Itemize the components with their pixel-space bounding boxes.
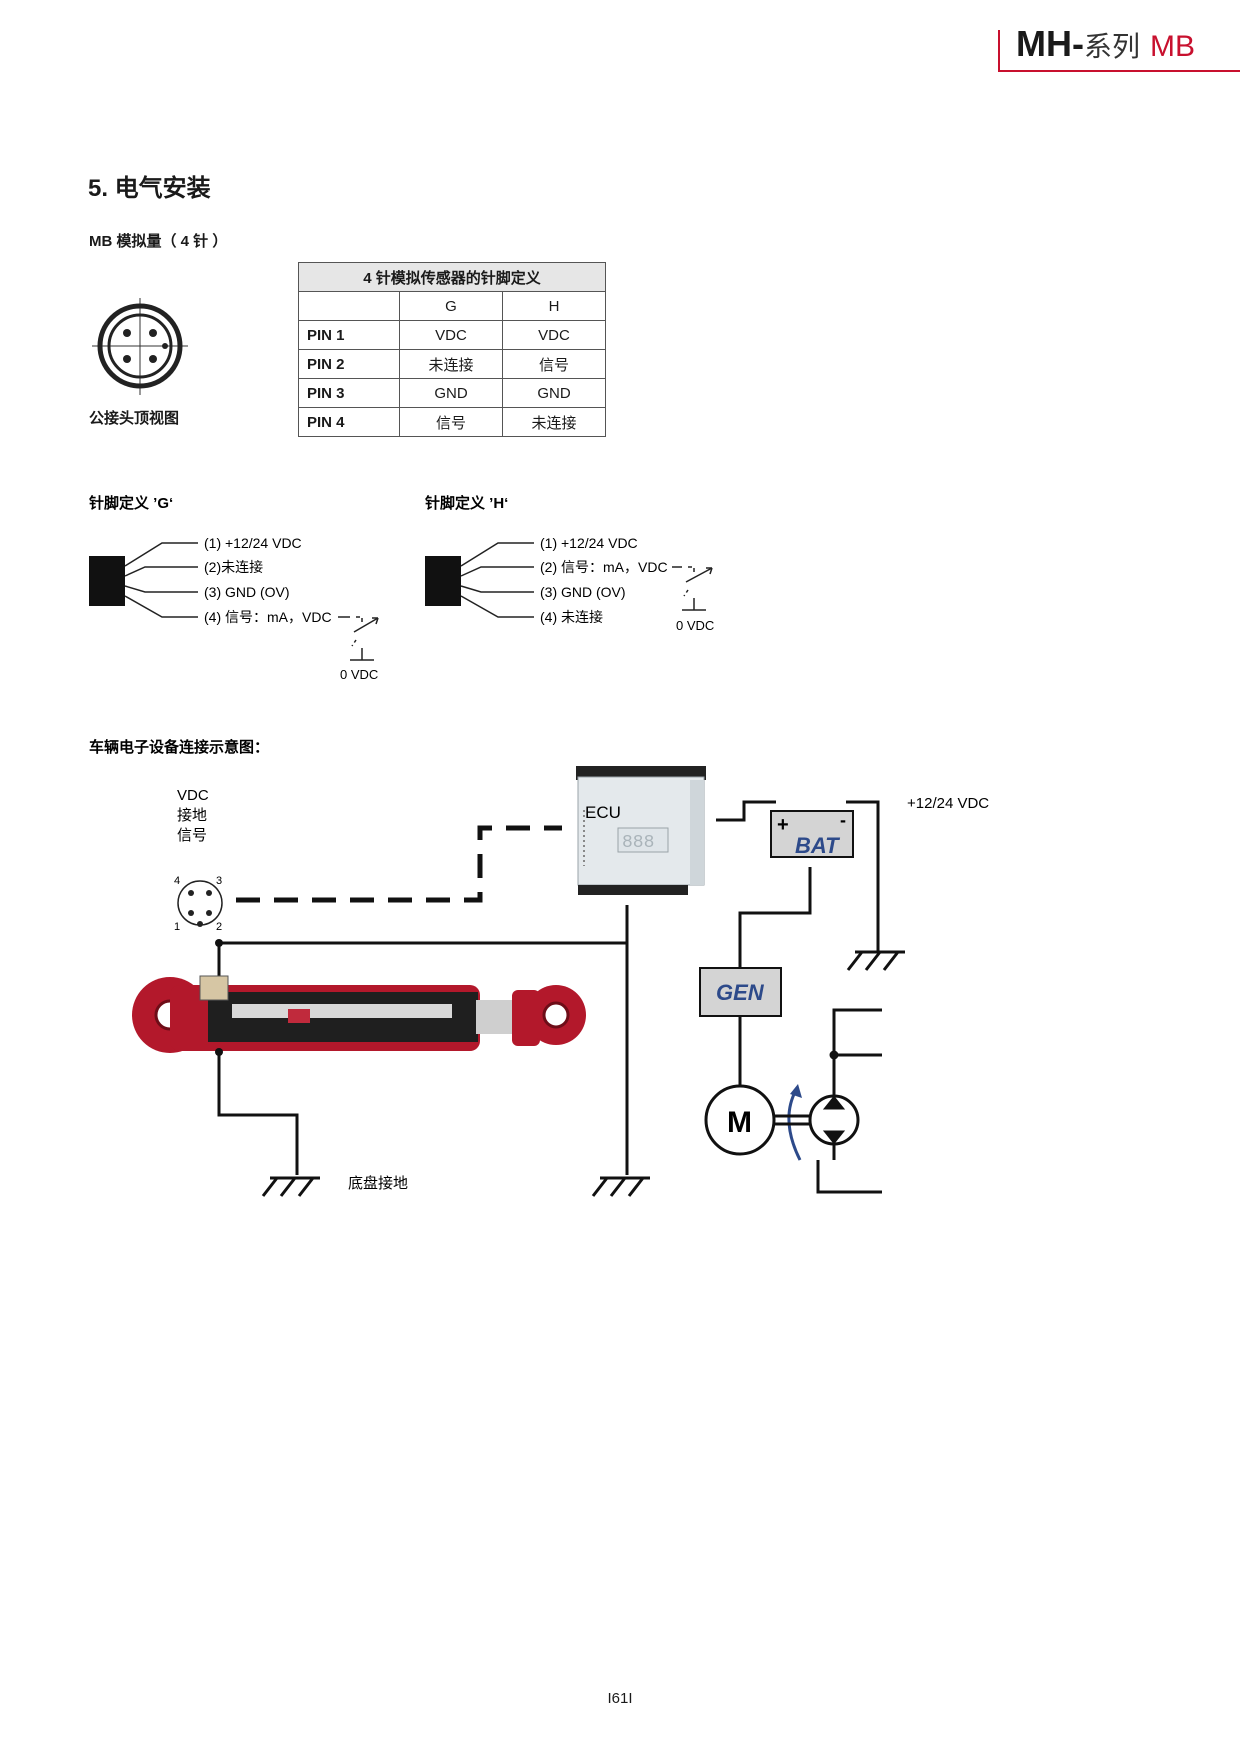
- table-row: PIN 1 VDC VDC: [298, 320, 606, 350]
- table-cell: VDC: [399, 320, 503, 350]
- header-rule: [998, 70, 1240, 72]
- wiring-h-ground-label: 0 VDC: [676, 618, 714, 633]
- table-cell: 未连接: [399, 349, 503, 379]
- supply-label: +12/24 VDC: [907, 795, 989, 812]
- table-cell: 未连接: [502, 407, 606, 437]
- connector-caption: 公接头顶视图: [89, 410, 180, 427]
- header-brand: MH-: [1016, 23, 1084, 64]
- table-cell: PIN 4: [298, 407, 400, 437]
- table-cell: PIN 2: [298, 349, 400, 379]
- wiring-h-wire-1: (1) +12/24 VDC: [540, 535, 638, 551]
- battery-label: BAT: [795, 833, 840, 858]
- wiring-g-wire-2: (2)未连接: [204, 559, 263, 575]
- connector-pin-1: 1: [174, 921, 180, 933]
- battery-icon: [770, 810, 854, 858]
- ground-symbols: [261, 950, 905, 1197]
- page-number: I61I: [607, 1690, 633, 1707]
- wiring-g-wire-3: (3) GND (OV): [204, 584, 290, 600]
- generator-label: GEN: [716, 980, 765, 1005]
- table-title: 4 针模拟传感器的针脚定义: [298, 262, 606, 292]
- generator-icon: [699, 967, 782, 1017]
- wiring-h-wire-4: (4) 未连接: [540, 609, 603, 625]
- pin-definition-table: 4 针模拟传感器的针脚定义 G H PIN 1 VDC VDC PIN 2 未连…: [298, 262, 606, 437]
- connector-pin-4: 4: [174, 875, 180, 887]
- ecu-module: [576, 766, 706, 895]
- battery-plus: +: [777, 814, 789, 836]
- ecu-label: ECU: [585, 803, 621, 822]
- pump-icon: [774, 1008, 882, 1194]
- wiring-h-wire-3: (3) GND (OV): [540, 584, 626, 600]
- motor-label: M: [727, 1106, 752, 1139]
- section-title: 5. 电气安装: [88, 175, 211, 202]
- connector-pin-3: 3: [216, 875, 222, 887]
- legend-vdc: VDC: [177, 787, 209, 804]
- cable-end-icon: [425, 556, 461, 606]
- table-cell: 信号: [502, 349, 606, 379]
- header-series: 系列: [1083, 31, 1140, 62]
- chassis-ground-label: 底盘接地: [348, 1174, 408, 1192]
- sensor-connector-icon: [177, 880, 223, 927]
- ecu-display: 888: [622, 833, 654, 853]
- legend-signal: 信号: [177, 827, 207, 844]
- connector-top-view-icon: [92, 298, 188, 395]
- wiring-g-wire-4: (4) 信号：mA，VDC: [204, 609, 332, 625]
- power-wiring: [217, 800, 880, 1175]
- table-row: PIN 2 未连接 信号: [298, 349, 606, 379]
- wiring-g-ground-label: 0 VDC: [340, 667, 378, 682]
- signal-line: [236, 825, 562, 903]
- wiring-h-title: 针脚定义 ’H‘: [425, 494, 508, 512]
- table-header-cell: [298, 291, 400, 321]
- wiring-g-title: 针脚定义 ’G‘: [89, 494, 173, 512]
- wiring-h-wire-2: (2) 信号：mA，VDC: [540, 559, 668, 575]
- header-title: MH-系列 MB: [1016, 22, 1195, 69]
- wiring-h-diagram: [425, 542, 713, 618]
- wiring-g-wire-1: (1) +12/24 VDC: [204, 535, 302, 551]
- wiring-g-diagram: [89, 542, 379, 661]
- table-cell: VDC: [502, 320, 606, 350]
- hydraulic-cylinder-image: [132, 939, 586, 1056]
- vehicle-diagram-title: 车辆电子设备连接示意图：: [89, 738, 269, 756]
- header-product: MB: [1150, 30, 1196, 63]
- cable-end-icon: [89, 556, 125, 606]
- motor-icon: [704, 1084, 776, 1156]
- table-cell: GND: [399, 378, 503, 408]
- battery-minus: -: [840, 810, 846, 830]
- rotation-arrow-icon: [787, 1084, 802, 1161]
- legend-ground: 接地: [177, 807, 207, 824]
- table-cell: PIN 3: [298, 378, 400, 408]
- header-accent-bar: [998, 30, 1000, 72]
- table-cell: 信号: [399, 407, 503, 437]
- table-row: PIN 4 信号 未连接: [298, 407, 606, 437]
- section-subtitle: MB 模拟量（ 4 针 ）: [89, 233, 228, 250]
- connector-pin-2: 2: [216, 921, 222, 933]
